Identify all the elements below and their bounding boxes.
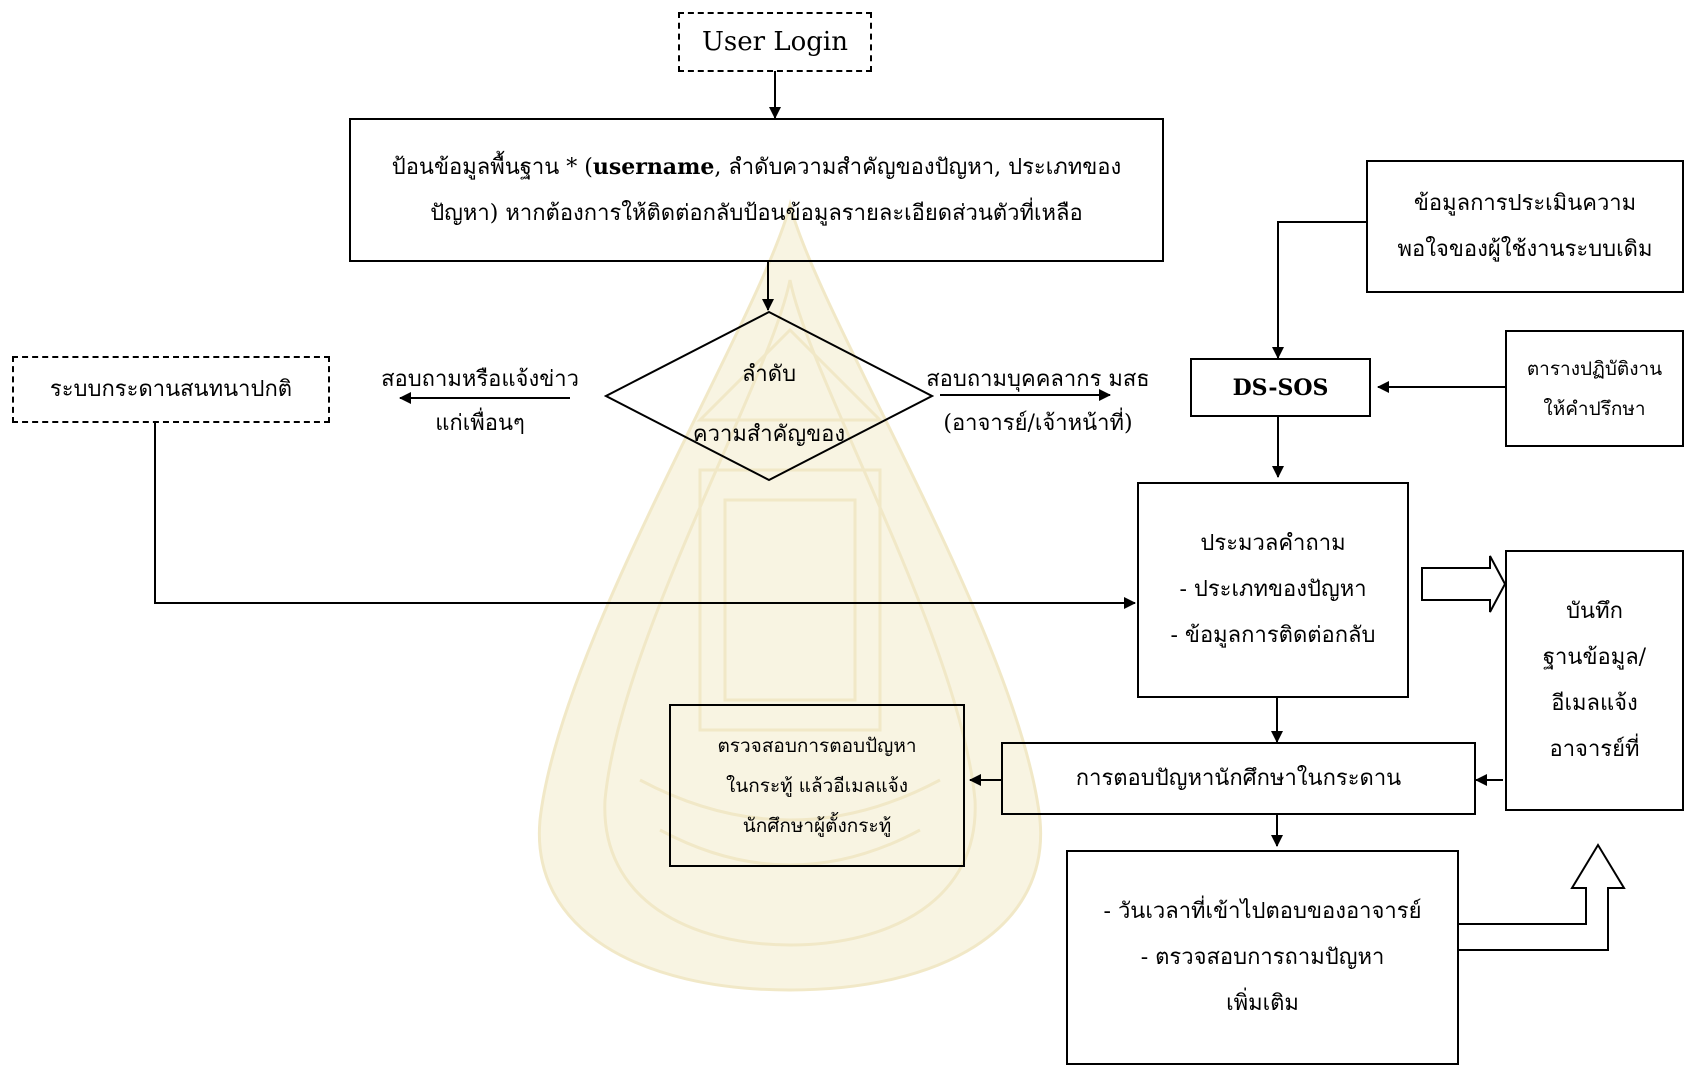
decision-diamond (604, 310, 934, 482)
edge-label-left: สอบถามหรือแจ้งข่าว แก่เพื่อนๆ (381, 367, 579, 436)
check-answer-node: ตรวจสอบการตอบปัญหา ในกระทู้ แล้วอีเมลแจ้… (669, 704, 965, 867)
answer-node: การตอบปัญหานักศึกษาในกระดาน (1001, 742, 1476, 815)
normal-board-node: ระบบกระดานสนทนาปกติ (12, 356, 330, 423)
decision-label: ลำดับ ความสำคัญของ (692, 362, 846, 447)
schedule-node: ตารางปฏิบัติงาน ให้คำปรึกษา (1505, 330, 1684, 447)
basic-info-node: ป้อนข้อมูลพื้นฐาน * (username, ลำดับความ… (349, 118, 1164, 262)
ds-sos-node: DS-SOS (1190, 358, 1371, 417)
process-node: ประมวลคำถาม - ประเภทของปัญหา - ข้อมูลการ… (1137, 482, 1409, 698)
record-node: บันทึก ฐานข้อมูล/ อีเมลแจ้ง อาจารย์ที่ (1505, 550, 1684, 811)
satisfaction-node: ข้อมูลการประเมินความ พอใจของผู้ใช้งานระบ… (1366, 160, 1684, 293)
user-login-node: User Login (678, 12, 872, 72)
edge-satisfaction-to-dssos (1272, 221, 1366, 359)
hollow-arrow-datetime-to-record (1457, 843, 1626, 951)
datetime-node: - วันเวลาที่เข้าไปตอบของอาจารย์ - ตรวจสอ… (1066, 850, 1459, 1065)
edge-label-right: สอบถามบุคคลากร มสธ (อาจารย์/เจ้าหน้าที่) (926, 367, 1150, 436)
hollow-arrow-process-to-record (1421, 555, 1507, 613)
edge-board-to-process (154, 423, 1136, 609)
